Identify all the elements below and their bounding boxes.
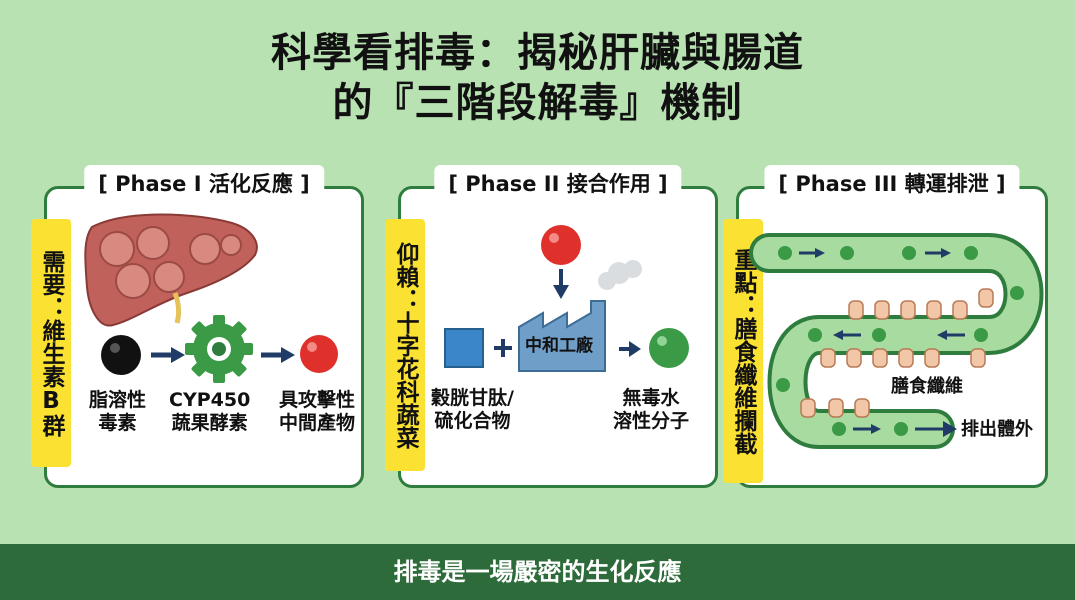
phase2-heading: [ Phase II 接合作用 ] xyxy=(434,165,682,203)
intestine-tube xyxy=(749,233,1044,449)
exit-label: 排出體外 xyxy=(961,419,1033,440)
phase2-panel: [ Phase II 接合作用 ] 仰賴：十字花科蔬菜 中和工廠 穀胱甘肽/ 硫… xyxy=(385,165,718,488)
enzyme-label-text: CYP450 蔬果酵素 xyxy=(169,389,251,434)
glutathione-square xyxy=(444,328,484,368)
conjugate-label: 穀胱甘肽/ 硫化合物 xyxy=(431,387,514,433)
fiber-label: 膳食纖維 xyxy=(891,376,963,397)
result-label-text: 無毒水 溶性分子 xyxy=(613,387,690,432)
factory-label: 中和工廠 xyxy=(525,336,593,356)
phase1-heading: [ Phase I 活化反應 ] xyxy=(84,165,324,203)
gear-icon xyxy=(185,315,253,383)
phase1-illustration xyxy=(84,213,338,383)
factory-icon xyxy=(518,260,642,372)
fiber-hands-icon xyxy=(800,288,994,418)
phase1-panel: [ Phase I 活化反應 ] 需要：維生素B群 xyxy=(31,165,364,488)
conjugate-label-text: 穀胱甘肽/ 硫化合物 xyxy=(431,387,514,432)
phase1-side-label: 需要：維生素B群 xyxy=(31,219,71,467)
page-title: 科學看排毒：揭秘肝臟與腸道 的『三階段解毒』機制 xyxy=(0,28,1075,128)
phase2-illustration xyxy=(444,225,689,372)
result-label: 無毒水 溶性分子 xyxy=(613,387,689,433)
reactive-molecule xyxy=(541,225,581,265)
footer-banner: 排毒是一場嚴密的生化反應 xyxy=(0,544,1075,600)
toxin-molecule xyxy=(101,335,141,375)
liver-icon xyxy=(84,213,258,327)
title-line-2: 的『三階段解毒』機制 xyxy=(332,80,743,126)
enzyme-label: CYP450 蔬果酵素 xyxy=(169,389,250,435)
product-label-text: 具攻擊性 中間產物 xyxy=(279,389,356,434)
toxin-label-text: 脂溶性 毒素 xyxy=(89,389,147,434)
phase3-illustration xyxy=(749,233,1044,449)
title-line-1: 科學看排毒：揭秘肝臟與腸道 xyxy=(271,30,804,76)
toxin-label: 脂溶性 毒素 xyxy=(89,389,146,435)
phase3-heading: [ Phase III 轉運排泄 ] xyxy=(764,165,1020,203)
phase2-side-label: 仰賴：十字花科蔬菜 xyxy=(385,219,425,471)
product-label: 具攻擊性 中間產物 xyxy=(279,389,355,435)
water-soluble-molecule xyxy=(649,328,689,368)
phase3-panel: [ Phase III 轉運排泄 ] 重點：膳食纖維攔截 xyxy=(723,165,1048,488)
reactive-product-molecule xyxy=(300,335,338,373)
